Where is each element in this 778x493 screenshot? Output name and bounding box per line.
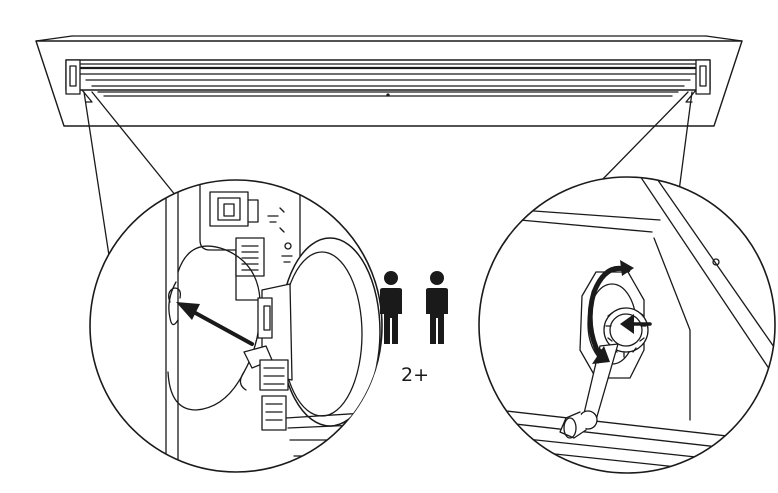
arrow-icon bbox=[620, 314, 652, 334]
rotate-arrow-icon bbox=[587, 260, 634, 364]
right-detail-circle bbox=[478, 176, 776, 474]
people-required-label: 2+ bbox=[400, 364, 429, 386]
left-detail-circle bbox=[89, 179, 383, 473]
person-icon bbox=[380, 271, 402, 344]
arrow-icon bbox=[176, 302, 254, 346]
ceiling-unit bbox=[35, 35, 743, 127]
person-icon bbox=[426, 271, 448, 344]
